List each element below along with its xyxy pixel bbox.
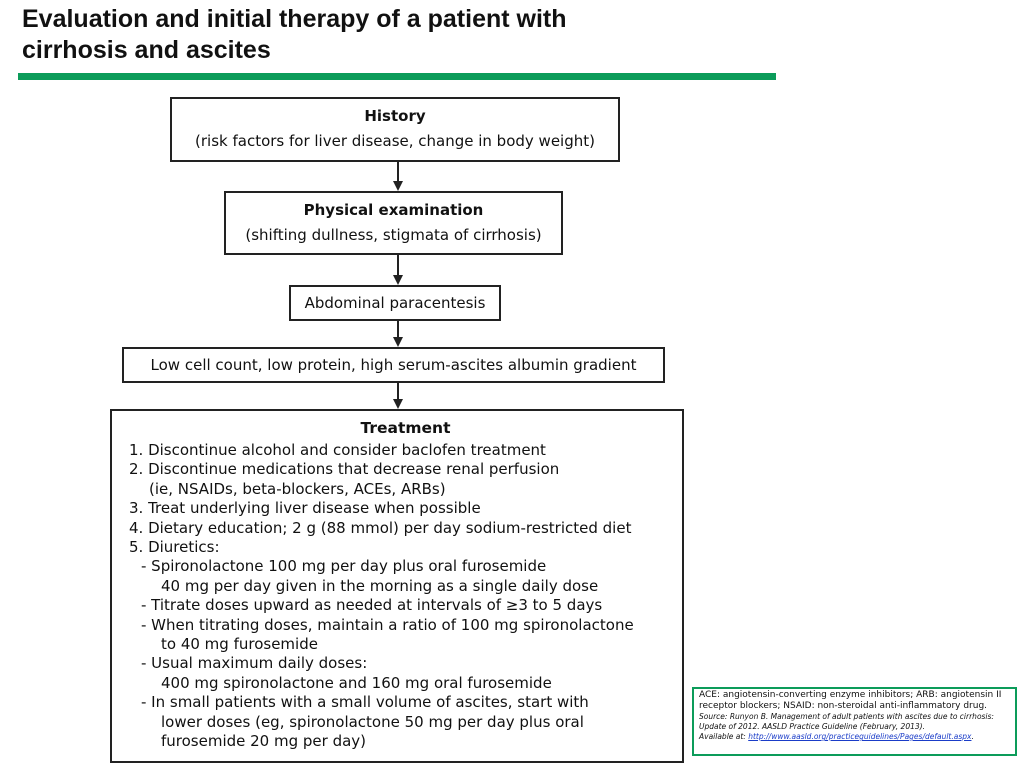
physical-exam-title: Physical examination [303,201,484,219]
physical-exam-box: Physical examination (shifting dullness,… [224,191,563,255]
treatment-line: - Usual maximum daily doses: [141,654,368,673]
treatment-line: to 40 mg furosemide [161,635,318,654]
paracentesis-text: Abdominal paracentesis [304,294,486,312]
footnote-available-label: Available at: [699,732,749,741]
footnote-box: ACE: angiotensin-converting enzyme inhib… [692,687,1017,756]
footnote-source-text: Source: Runyon B. Management of adult pa… [699,712,994,731]
treatment-line: 4. Dietary education; 2 g (88 mmol) per … [129,518,632,537]
arrow-history-to-physical [393,162,403,191]
treatment-line: - Spironolactone 100 mg per day plus ora… [141,557,547,576]
arrow-paracentesis-to-findings [393,321,403,347]
treatment-line: 1. Discontinue alcohol and consider bacl… [129,441,546,459]
arrow-physical-to-paracentesis [393,255,403,285]
title-divider [18,73,776,80]
findings-text: Low cell count, low protein, high serum-… [150,356,637,374]
treatment-title: Treatment [360,419,451,437]
page-title: Evaluation and initial therapy of a pati… [22,4,782,66]
history-title: History [364,107,426,125]
treatment-line: furosemide 20 mg per day) [161,732,367,751]
treatment-line: - Titrate doses upward as needed at inte… [141,596,603,615]
footnote-end: . [971,732,974,741]
treatment-line: - When titrating doses, maintain a ratio… [141,615,634,634]
treatment-list: 1. Discontinue alcohol and consider bacl… [129,441,672,752]
history-subtitle: (risk factors for liver disease, change … [195,132,595,150]
paracentesis-box: Abdominal paracentesis [289,285,501,321]
treatment-line: 3. Treat underlying liver disease when p… [129,499,481,518]
footnote-abbreviations: ACE: angiotensin-converting enzyme inhib… [699,690,1002,711]
history-box: History (risk factors for liver disease,… [170,97,620,162]
findings-box: Low cell count, low protein, high serum-… [122,347,665,383]
treatment-box: Treatment 1. Discontinue alcohol and con… [110,409,684,763]
treatment-line: 40 mg per day given in the morning as a … [161,576,599,595]
footnote-source: Source: Runyon B. Management of adult pa… [699,712,1010,742]
arrow-findings-to-treatment [393,383,403,409]
physical-exam-subtitle: (shifting dullness, stigmata of cirrhosi… [245,226,542,244]
source-link[interactable]: http://www.aasld.org/practiceguidelines/… [748,732,972,741]
treatment-line: lower doses (eg, spironolactone 50 mg pe… [161,712,584,731]
treatment-line: 400 mg spironolactone and 160 mg oral fu… [161,673,552,692]
title-line-2: cirrhosis and ascites [22,36,271,64]
treatment-line: 5. Diuretics: [129,538,220,557]
treatment-line: - In small patients with a small volume … [141,693,589,712]
treatment-line: (ie, NSAIDs, beta-blockers, ACEs, ARBs) [149,479,446,498]
treatment-line: 2. Discontinue medications that decrease… [129,460,560,479]
title-line-1: Evaluation and initial therapy of a pati… [22,5,567,33]
